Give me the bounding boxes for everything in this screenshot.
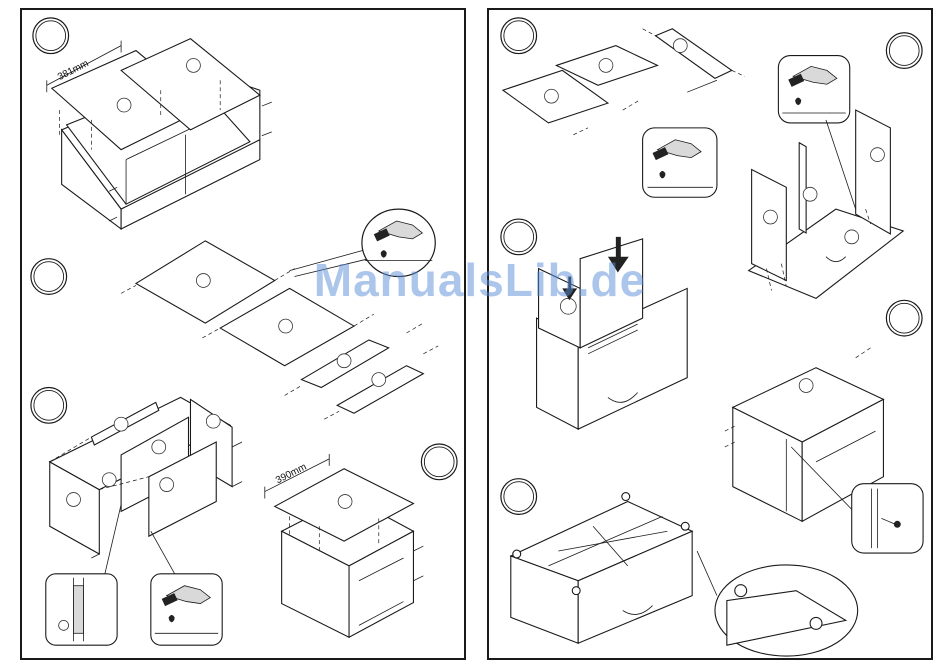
step3-box-drawing xyxy=(50,397,242,580)
screw-icon xyxy=(852,484,923,553)
step-circle-icon xyxy=(31,259,67,295)
right-panel-illustrations xyxy=(489,10,931,658)
step7-back-panel-drawing xyxy=(537,239,688,429)
step6-frame-drawing xyxy=(749,110,904,298)
step-circle-icon xyxy=(886,33,922,69)
step-circle-icon xyxy=(33,18,69,54)
right-instruction-panel xyxy=(487,8,933,660)
step-circle-icon xyxy=(501,219,537,255)
step9-camlock-drawing xyxy=(511,501,692,643)
detail-inset-slot xyxy=(46,574,117,645)
hammer-hand-icon xyxy=(362,209,435,276)
left-panel-illustrations: 381mm xyxy=(22,10,464,658)
step4-small-cabinet-drawing: 390mm xyxy=(265,454,424,637)
hammer-hand-icon xyxy=(643,128,717,197)
step1-cabinet-drawing: 381mm xyxy=(47,39,272,229)
detail-inset-camlock xyxy=(697,551,858,656)
dimension-bottom-label: 390mm xyxy=(274,462,308,487)
left-instruction-panel: 381mm xyxy=(20,8,466,660)
step-circle-icon xyxy=(501,479,537,515)
step-circle-icon xyxy=(421,444,457,480)
step-circle-icon xyxy=(886,300,922,336)
step-circle-icon xyxy=(501,18,537,54)
step5-boards-drawing xyxy=(503,29,745,135)
step-circle-icon xyxy=(31,388,67,424)
hammer-hand-icon xyxy=(778,56,849,123)
hammer-hand-icon xyxy=(151,574,222,645)
